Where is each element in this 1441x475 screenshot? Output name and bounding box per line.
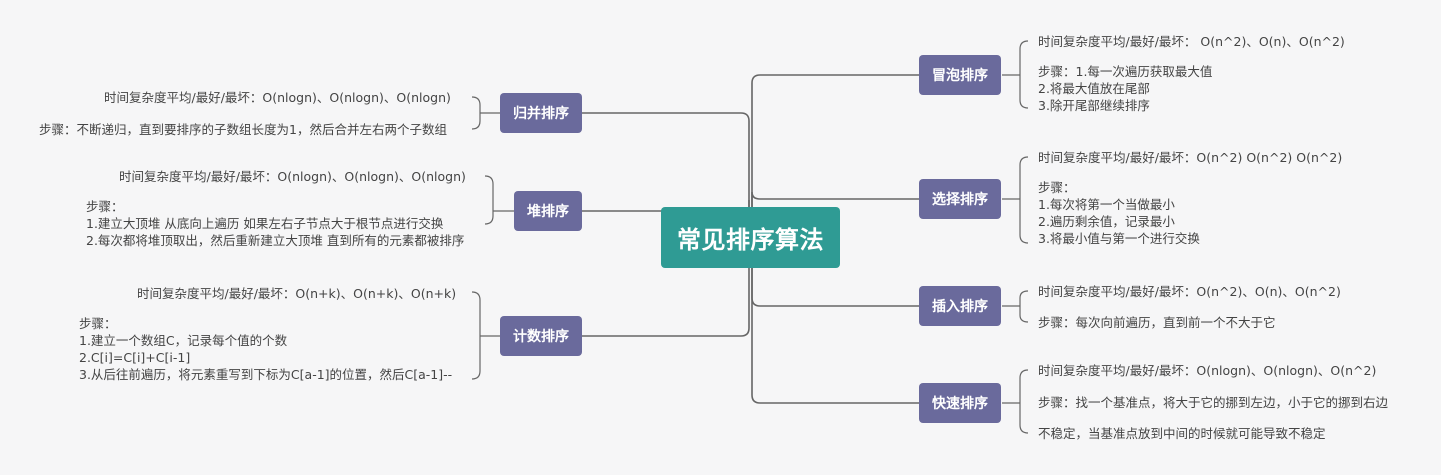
merge-complexity-text[interactable]: 时间复杂度平均/最好/最坏：O(nlogn)、O(nlogn)、O(nlogn)	[104, 90, 451, 105]
node-insertion-sort[interactable]: 插入排序	[919, 286, 1001, 326]
connector-root-quick	[751, 238, 919, 404]
heap-step-line: 1.建立大顶堆 从底向上遍历 如果左右子节点大于根节点进行交换	[86, 216, 444, 231]
node-selection-sort[interactable]: 选择排序	[919, 179, 1001, 219]
count-step-line: 2.C[i]=C[i]+C[i-1]	[79, 350, 191, 365]
count-complexity-text[interactable]: 时间复杂度平均/最好/最坏：O(n+k)、O(n+k)、O(n+k)	[137, 286, 457, 301]
select-step-line: 1.每次将第一个当做最小	[1038, 197, 1175, 212]
bracket-heap	[484, 175, 494, 225]
connector-root-bubble	[751, 74, 919, 238]
insert-complexity-text[interactable]: 时间复杂度平均/最好/最坏：O(n^2)、O(n)、O(n^2)	[1038, 284, 1341, 299]
select-step-line: 2.遍历剩余值，记录最小	[1038, 214, 1175, 229]
quick-note-text[interactable]: 不稳定，当基准点放到中间的时候就可能导致不稳定	[1038, 426, 1326, 441]
count-step-line: 步骤：	[79, 316, 117, 331]
bracket-count	[471, 291, 481, 380]
heap-step-line: 2.每次都将堆顶取出，然后重新建立大顶堆 直到所有的元素都被排序	[86, 233, 465, 248]
node-merge-sort[interactable]: 归并排序	[500, 93, 582, 133]
bubble-step-line: 3.除开尾部继续排序	[1038, 98, 1150, 113]
count-step-line: 3.从后往前遍历，将元素重写到下标为C[a-1]的位置，然后C[a-1]--	[79, 367, 453, 382]
select-steps-text[interactable]: 步骤： 1.每次将第一个当做最小 2.遍历剩余值，记录最小 3.将最小值与第一个…	[1038, 179, 1200, 247]
node-heap-sort[interactable]: 堆排序	[514, 191, 582, 231]
insert-steps-text[interactable]: 步骤：每次向前遍历，直到前一个不大于它	[1038, 315, 1276, 330]
bracket-quick	[1019, 369, 1029, 434]
count-steps-text[interactable]: 步骤： 1.建立一个数组C，记录每个值的个数 2.C[i]=C[i]+C[i-1…	[79, 315, 452, 383]
connector-root-merge	[582, 112, 750, 239]
node-counting-sort[interactable]: 计数排序	[500, 316, 582, 356]
root-topic[interactable]: 常见排序算法	[661, 207, 840, 268]
bubble-complexity-text[interactable]: 时间复杂度平均/最好/最坏： O(n^2)、O(n)、O(n^2)	[1038, 34, 1345, 49]
node-quick-sort[interactable]: 快速排序	[919, 383, 1001, 423]
bubble-step-line: 2.将最大值放在尾部	[1038, 81, 1150, 96]
bubble-steps-text[interactable]: 步骤：1.每一次遍历获取最大值 2.将最大值放在尾部 3.除开尾部继续排序	[1038, 63, 1212, 114]
bracket-insert	[1019, 290, 1029, 323]
count-step-line: 1.建立一个数组C，记录每个值的个数	[79, 333, 288, 348]
heap-steps-text[interactable]: 步骤： 1.建立大顶堆 从底向上遍历 如果左右子节点大于根节点进行交换 2.每次…	[86, 198, 464, 249]
merge-steps-text[interactable]: 步骤：不断递归，直到要排序的子数组长度为1，然后合并左右两个子数组	[39, 122, 447, 137]
bracket-merge	[471, 96, 481, 130]
quick-complexity-text[interactable]: 时间复杂度平均/最好/最坏：O(nlogn)、O(nlogn)、O(n^2)	[1038, 363, 1377, 378]
select-step-line: 3.将最小值与第一个进行交换	[1038, 231, 1200, 246]
quick-steps-text[interactable]: 步骤：找一个基准点，将大于它的挪到左边，小于它的挪到右边	[1038, 395, 1389, 410]
bubble-step-line: 步骤：1.每一次遍历获取最大值	[1038, 64, 1213, 79]
heap-step-line: 步骤：	[86, 199, 124, 214]
select-step-line: 步骤：	[1038, 180, 1076, 195]
node-bubble-sort[interactable]: 冒泡排序	[919, 55, 1001, 95]
bracket-select	[1019, 156, 1029, 244]
select-complexity-text[interactable]: 时间复杂度平均/最好/最坏：O(n^2) O(n^2) O(n^2)	[1038, 150, 1343, 165]
connector-root-select	[751, 191, 919, 238]
connector-root-count	[582, 238, 750, 337]
bracket-bubble	[1019, 40, 1029, 109]
heap-complexity-text[interactable]: 时间复杂度平均/最好/最坏：O(nlogn)、O(nlogn)、O(nlogn)	[119, 169, 466, 184]
